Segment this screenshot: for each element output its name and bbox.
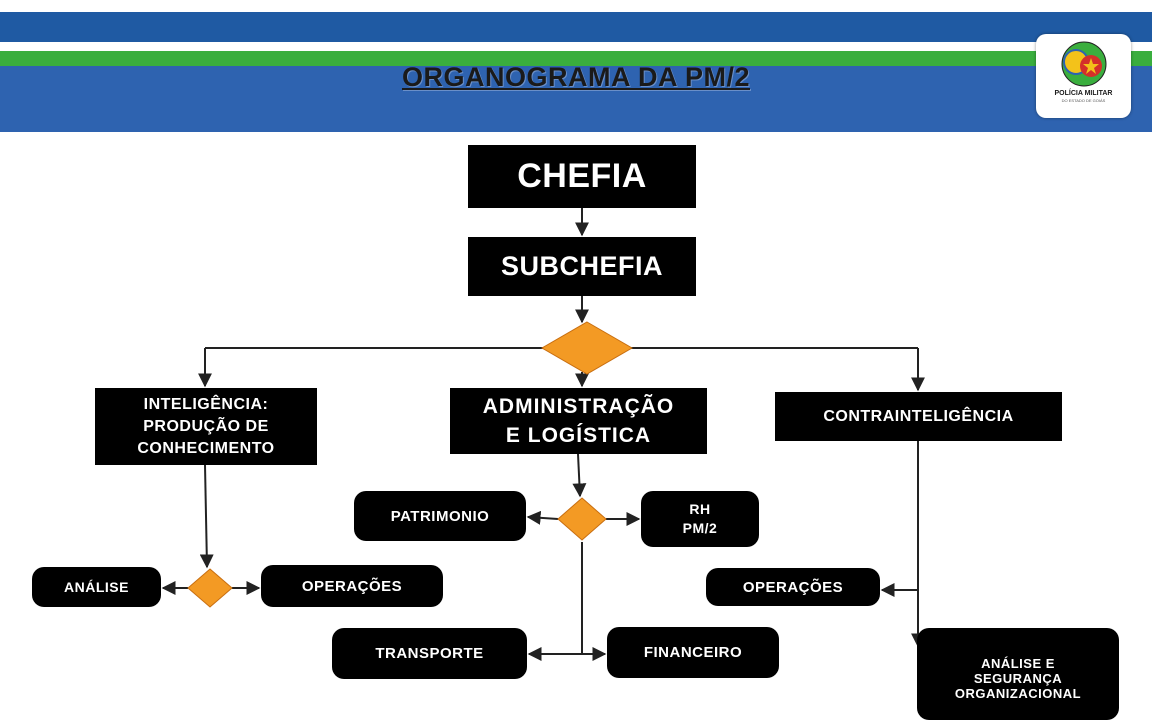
header-band-green [0, 51, 1152, 66]
node-inteligencia: INTELIGÊNCIA: PRODUÇÃO DE CONHECIMENTO [95, 388, 317, 465]
node-rh: RH PM/2 [641, 491, 759, 547]
pm-logo: POLÍCIA MILITAR DO ESTADO DE GOIÁS [1036, 34, 1131, 118]
emblem-icon [1061, 41, 1107, 87]
node-contrainteligencia: CONTRAINTELIGÊNCIA [775, 392, 1062, 441]
page-title: ORGANOGRAMA DA PM/2 [401, 62, 750, 92]
header-band-dark [0, 12, 1152, 42]
edge-admin-decision [572, 453, 587, 498]
decision-diamond-top [541, 321, 633, 375]
node-analise: ANÁLISE [32, 567, 161, 607]
node-transporte: TRANSPORTE [332, 628, 527, 679]
node-chefia: CHEFIA [468, 145, 696, 208]
edge-intel-decision [199, 464, 214, 569]
logo-title: POLÍCIA MILITAR [1054, 90, 1113, 97]
node-subchefia: SUBCHEFIA [468, 237, 696, 296]
decision-diamond-admin [557, 497, 607, 541]
header-band-white [0, 42, 1152, 51]
node-patrimonio: PATRIMONIO [354, 491, 526, 541]
decision-diamond-intel [187, 568, 233, 608]
node-analise-seguranca: ANÁLISE E SEGURANÇA ORGANIZACIONAL [917, 628, 1119, 720]
edge-to-patrimonio [526, 510, 559, 525]
node-financeiro: FINANCEIRO [607, 627, 779, 678]
header-band-blue [0, 66, 1152, 132]
node-operacoes-intel: OPERAÇÕES [261, 565, 443, 607]
logo-caption: POLÍCIA MILITAR DO ESTADO DE GOIÁS [1036, 90, 1131, 103]
node-operacoes-contra: OPERAÇÕES [706, 568, 880, 606]
logo-subtitle: DO ESTADO DE GOIÁS [1061, 98, 1106, 103]
node-administracao: ADMINISTRAÇÃO E LOGÍSTICA [450, 388, 707, 454]
